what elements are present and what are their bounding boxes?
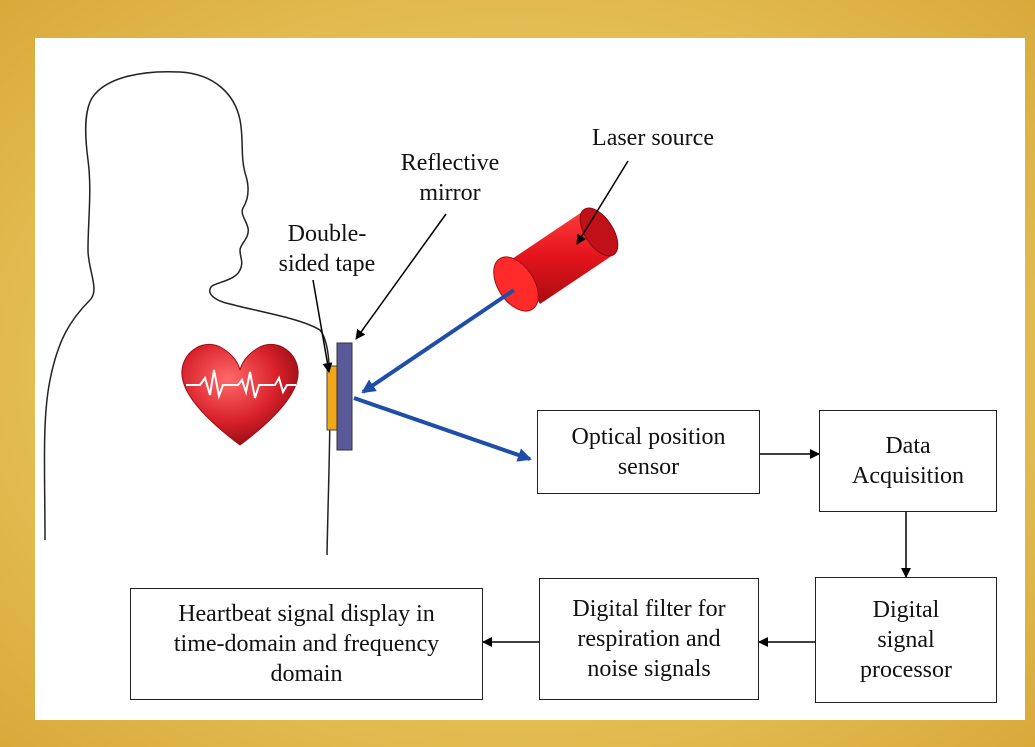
digital-filter-block: Digital filter for respiration and noise… bbox=[539, 578, 759, 700]
heart-ecg-icon bbox=[181, 343, 299, 446]
digital-signal-processor-block: Digital signal processor bbox=[815, 577, 997, 703]
reflective-mirror bbox=[336, 342, 353, 451]
reflective-mirror-label: Reflective mirror bbox=[400, 150, 500, 206]
double-sided-tape bbox=[326, 365, 338, 431]
laser-source-label: Laser source bbox=[592, 125, 714, 151]
optical-position-sensor-block: Optical position sensor bbox=[537, 410, 760, 494]
laser-label-pointer bbox=[576, 160, 629, 245]
data-acquisition-block: Data Acquisition bbox=[819, 410, 997, 512]
double-sided-tape-label: Double- sided tape bbox=[278, 221, 376, 277]
human-silhouette-icon bbox=[43, 70, 331, 556]
mirror-label-pointer bbox=[355, 213, 447, 340]
tape-label-pointer bbox=[312, 279, 333, 373]
reflected-beam bbox=[353, 396, 532, 462]
incident-beam bbox=[361, 288, 516, 394]
heartbeat-display-block: Heartbeat signal display in time-domain … bbox=[130, 588, 483, 700]
laser-cylinder-icon bbox=[493, 207, 619, 312]
